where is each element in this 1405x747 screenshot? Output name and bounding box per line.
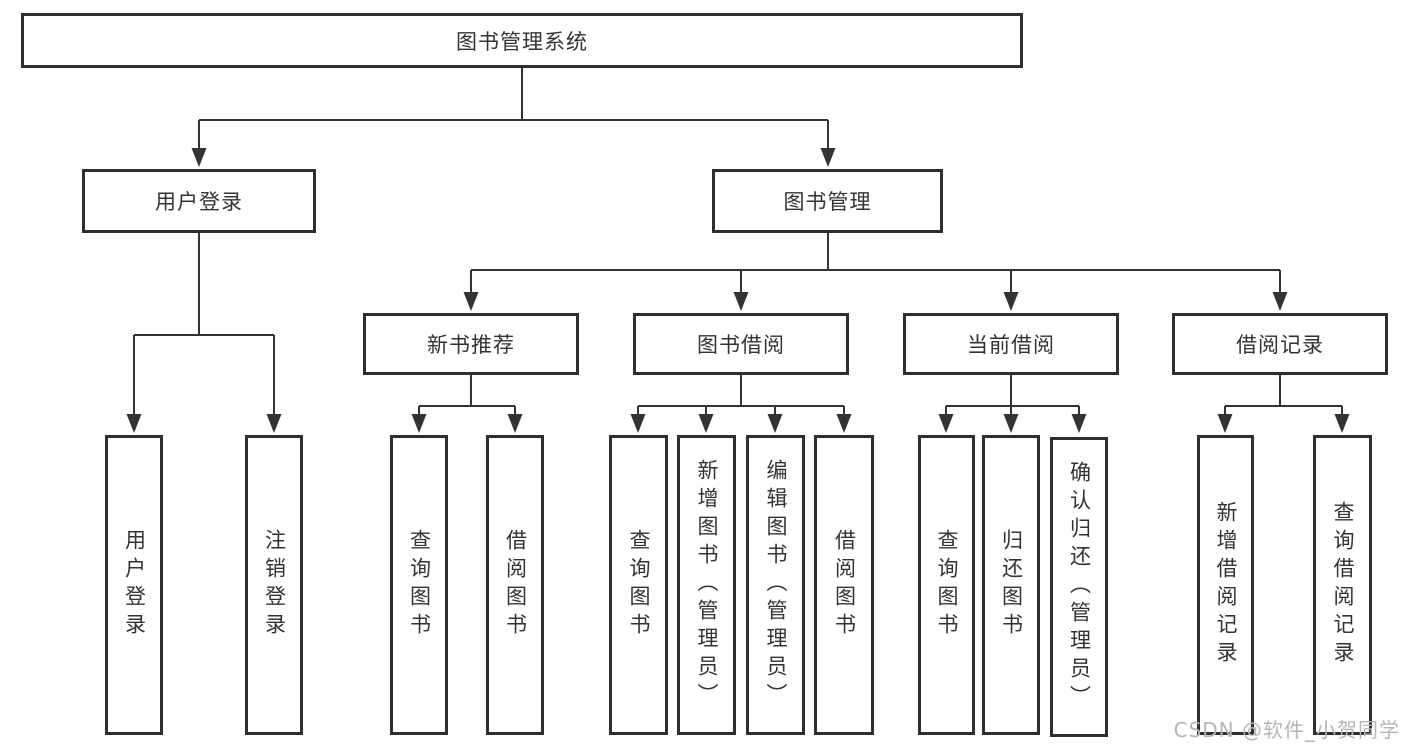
node-leaf-current-confirm-admin: 确认归还（管理员） <box>1050 437 1108 737</box>
node-leaf-newbook-borrow: 借阅图书 <box>486 435 544 735</box>
node-leaf-borrow-edit-admin: 编辑图书（管理员） <box>746 435 805 735</box>
node-current-borrow: 当前借阅 <box>903 313 1119 375</box>
node-new-book-recommend: 新书推荐 <box>363 313 579 375</box>
node-leaf-record-query: 查询借阅记录 <box>1313 435 1372 735</box>
node-leaf-current-return: 归还图书 <box>982 435 1040 735</box>
node-leaf-user-login: 用户登录 <box>105 435 163 735</box>
node-leaf-newbook-query: 查询图书 <box>390 435 448 735</box>
node-book-borrow: 图书借阅 <box>633 313 849 375</box>
node-borrow-records: 借阅记录 <box>1172 313 1388 375</box>
node-leaf-record-add: 新增借阅记录 <box>1197 435 1254 735</box>
node-book-management: 图书管理 <box>712 169 943 233</box>
node-leaf-current-query: 查询图书 <box>918 435 975 735</box>
node-leaf-borrow-add-admin: 新增图书（管理员） <box>677 435 736 735</box>
node-user-login: 用户登录 <box>82 169 316 233</box>
node-leaf-borrow-borrow: 借阅图书 <box>814 435 874 735</box>
node-leaf-logout: 注销登录 <box>245 435 303 735</box>
node-leaf-borrow-query: 查询图书 <box>609 435 668 735</box>
node-root: 图书管理系统 <box>21 13 1023 68</box>
